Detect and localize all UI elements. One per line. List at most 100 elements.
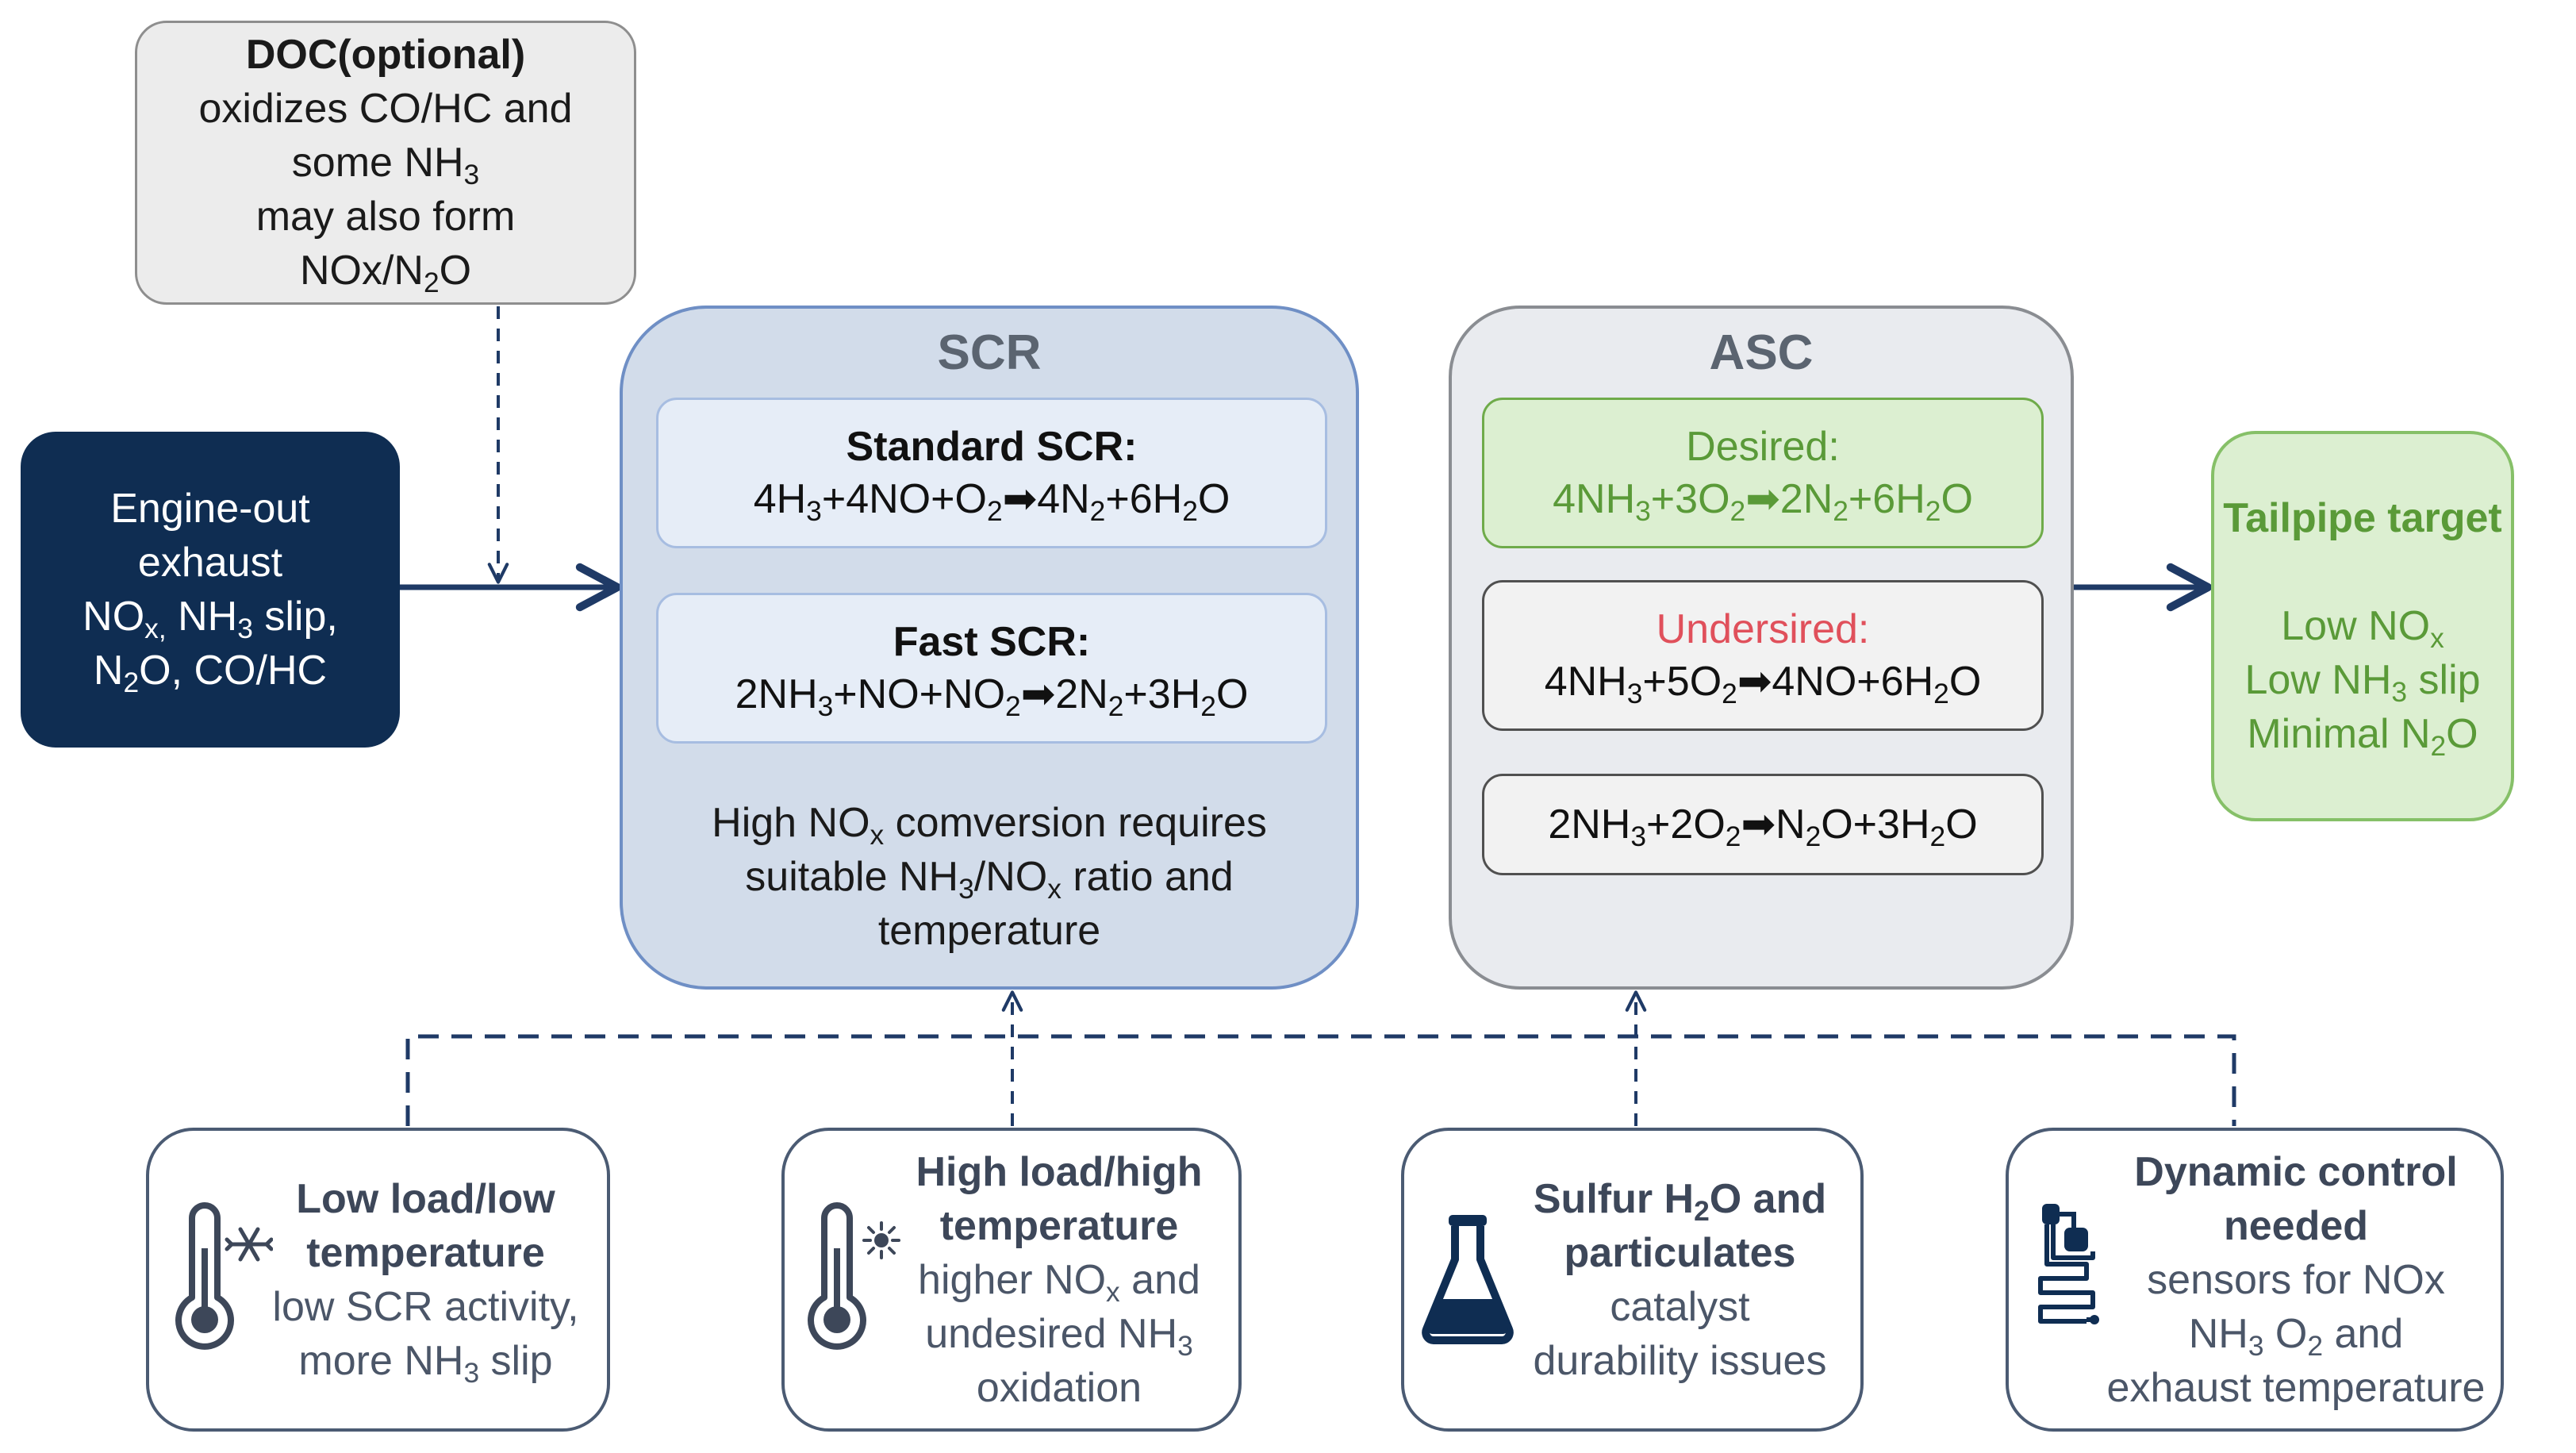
asc-undesired-box: Undersired: 4NH3+5O2➡4NO+6H2O	[1482, 580, 2044, 731]
scr-panel: SCR Standard SCR: 4H3+4NO+O2➡4N2+6H2O Fa…	[620, 306, 1359, 990]
sulfur-title-1: Sulfur H2O and	[1533, 1175, 1827, 1227]
equation-segment: 4NH	[1544, 659, 1627, 705]
equation-segment: 2	[1182, 495, 1198, 527]
asc-undesired-label: Undersired:	[1656, 606, 1870, 652]
engine-line-4: N2O, CO/HC	[93, 648, 328, 698]
equation-segment: +5O	[1642, 659, 1722, 705]
high-load-title-2: temperature	[939, 1202, 1179, 1249]
equation-segment: O	[1197, 476, 1230, 522]
scr-note-line-2: suitable NH3/NOx ratio and	[745, 854, 1234, 905]
equation-segment: 2NH	[735, 671, 818, 717]
low-load-title-2: temperature	[306, 1229, 545, 1276]
equation-segment: 4NH	[1553, 476, 1636, 522]
asc-desired-label: Desired:	[1686, 424, 1840, 470]
high-load-factor-box: High load/high temperature higher NOx an…	[781, 1128, 1242, 1432]
equation-segment: 2	[1089, 495, 1106, 527]
low-load-title-1: Low load/low	[296, 1175, 555, 1222]
asc-title: ASC	[1709, 325, 1814, 380]
tailpipe-target-box: Tailpipe target Low NOx Low NH3 slip Min…	[2211, 431, 2514, 821]
equation-segment: +2O	[1646, 801, 1726, 848]
fast-scr-title: Fast SCR:	[893, 619, 1091, 665]
equation-segment: O	[1215, 671, 1249, 717]
doc-line-2: some NH3	[291, 140, 480, 190]
dynamic-control-body-3: exhaust temperature	[2106, 1364, 2486, 1411]
engine-line-3: NOx, NH3 slip,	[83, 594, 338, 644]
equation-segment: 3	[1635, 495, 1651, 527]
thermometer-sun-icon	[808, 1202, 900, 1350]
high-load-body-2: undesired NH3	[925, 1310, 1193, 1362]
equation-segment: O	[1948, 659, 1982, 705]
equation-segment: ➡4NO+6H	[1737, 659, 1934, 705]
equation-segment: ➡2N	[1745, 476, 1833, 522]
asc-panel: ASC Desired: 4NH3+3O2➡2N2+6H2O Undersire…	[1449, 306, 2074, 990]
dynamic-control-title-2: needed	[2223, 1202, 2369, 1249]
fast-scr-equation: 2NH3+NO+NO2➡2N2+3H2O	[735, 668, 1249, 721]
dynamic-control-factor-box: Dynamic control needed sensors for NOx N…	[2006, 1128, 2504, 1432]
standard-scr-equation: 4H3+4NO+O2➡4N2+6H2O	[754, 473, 1230, 525]
scr-note: High NOx comversion requires suitable NH…	[639, 796, 1340, 958]
asc-n2o-box: 2NH3+2O2➡N2O+3H2O	[1482, 774, 2044, 875]
doc-box: DOC(optional) oxidizes CO/HC and some NH…	[135, 21, 636, 305]
factor-bus-line	[405, 1034, 2236, 1126]
scr-title: SCR	[937, 325, 1042, 380]
high-load-text: High load/high temperature higher NOx an…	[888, 1131, 1230, 1428]
dynamic-control-title-1: Dynamic control	[2134, 1148, 2458, 1195]
asc-desired-box: Desired: 4NH3+3O2➡2N2+6H2O	[1482, 398, 2044, 548]
equation-segment: 3	[1630, 821, 1647, 852]
asc-undesired-equation: 4NH3+5O2➡4NO+6H2O	[1545, 655, 1982, 708]
dynamic-control-text: Dynamic control needed sensors for NOx N…	[2096, 1131, 2496, 1428]
asc-n2o-equation: 2NH3+2O2➡N2O+3H2O	[1548, 798, 1977, 851]
equation-segment: 2	[1805, 821, 1822, 852]
equation-segment: 2	[1833, 495, 1849, 527]
tailpipe-title: Tailpipe target	[2223, 495, 2502, 541]
equation-segment: 2	[1108, 690, 1124, 722]
equation-segment: 2NH	[1548, 801, 1631, 848]
equation-segment: 2	[1929, 821, 1946, 852]
doc-line-1: oxidizes CO/HC and	[198, 86, 573, 132]
scr-note-line-3: temperature	[877, 908, 1101, 954]
equation-segment: 2	[986, 495, 1003, 527]
standard-scr-box: Standard SCR: 4H3+4NO+O2➡4N2+6H2O	[656, 398, 1327, 548]
circuit-sensor-icon	[2038, 1204, 2099, 1324]
equation-segment: 2	[1725, 821, 1741, 852]
equation-segment: 4H	[753, 476, 807, 522]
equation-segment: 3	[806, 495, 822, 527]
equation-segment: 2	[1005, 690, 1021, 722]
equation-segment: O	[1945, 801, 1978, 848]
low-load-factor-box: Low load/low temperature low SCR activit…	[146, 1128, 610, 1432]
equation-segment: 2	[1722, 678, 1737, 709]
flask-icon	[1422, 1215, 1514, 1344]
equation-segment: +NO+NO	[833, 671, 1006, 717]
equation-segment: +3O	[1650, 476, 1730, 522]
equation-segment: 2	[1729, 495, 1746, 527]
sulfur-body-2: durability issues	[1533, 1337, 1827, 1384]
doc-title: DOC(optional)	[245, 32, 526, 78]
dynamic-control-body-1: sensors for NOx	[2147, 1256, 2445, 1303]
standard-scr-title: Standard SCR:	[846, 424, 1138, 470]
equation-segment: ➡2N	[1020, 671, 1108, 717]
sulfur-text: Sulfur H2O and particulates catalyst dur…	[1507, 1131, 1852, 1428]
engine-exhaust-box: Engine-out exhaust NOx, NH3 slip, N2O, C…	[21, 432, 400, 748]
tailpipe-line-1: Low NOx	[2281, 603, 2444, 654]
equation-segment: +6H	[1105, 476, 1183, 522]
thermometer-snowflake-icon	[175, 1202, 273, 1350]
scr-note-line-1: High NOx comversion requires	[712, 800, 1267, 851]
equation-segment: 2	[1200, 690, 1216, 722]
equation-segment: +6H	[1848, 476, 1925, 522]
high-load-title-1: High load/high	[916, 1148, 1203, 1195]
equation-segment: +3H	[1123, 671, 1201, 717]
equation-segment: ➡N	[1741, 801, 1806, 848]
equation-segment: 3	[1626, 678, 1643, 709]
equation-segment: 2	[1925, 495, 1941, 527]
equation-segment: 3	[817, 690, 834, 722]
high-load-body-1: higher NOx and	[918, 1256, 1200, 1308]
equation-segment: +4NO+O	[821, 476, 987, 522]
doc-line-4: NOx/N2O	[299, 248, 472, 298]
sulfur-body-1: catalyst	[1610, 1283, 1750, 1330]
asc-desired-equation: 4NH3+3O2➡2N2+6H2O	[1553, 473, 1973, 525]
equation-segment: O	[1941, 476, 1973, 522]
tailpipe-line-2: Low NH3 slip	[2244, 657, 2481, 708]
dynamic-control-body-2: NH3 O2 and	[2188, 1310, 2404, 1362]
